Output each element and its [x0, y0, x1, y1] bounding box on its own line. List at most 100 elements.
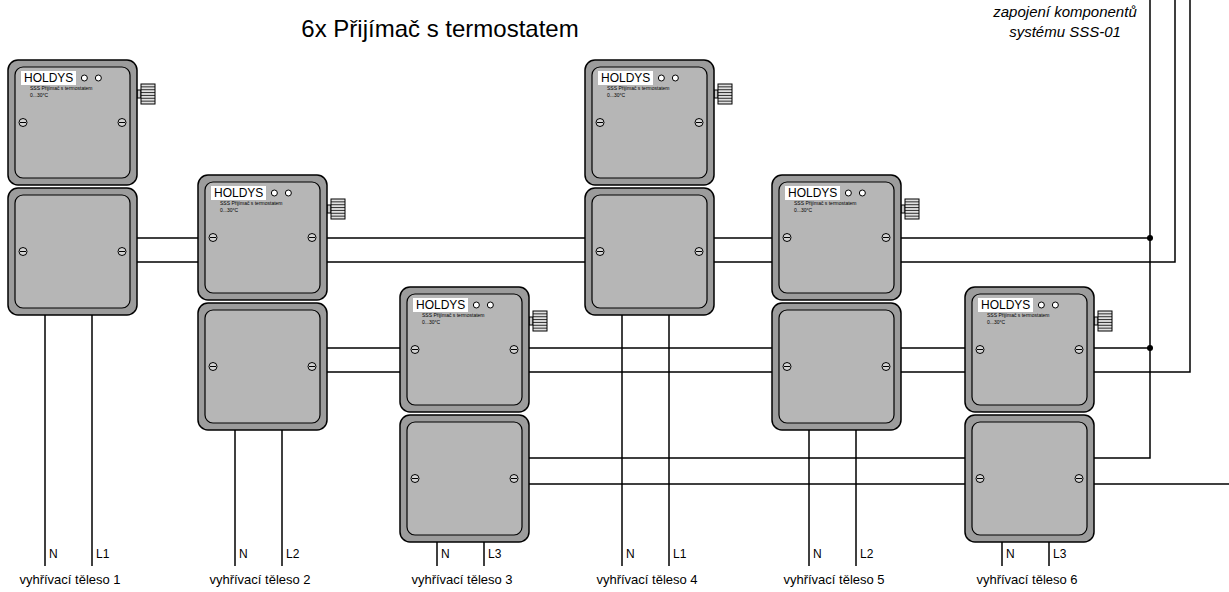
screw-slot [784, 366, 790, 367]
brand-label: HOLDYS [211, 186, 266, 200]
wire-label: N [239, 547, 248, 561]
receiver-box [400, 287, 529, 412]
box-frame [585, 188, 714, 315]
knob-rib [1098, 322, 1112, 323]
screw-slot [784, 237, 790, 238]
screw-slot [883, 237, 889, 238]
wire-label: L2 [286, 547, 299, 561]
screw [976, 346, 984, 354]
junction-box [8, 188, 137, 315]
knob-rib [533, 325, 547, 326]
wire [281, 430, 283, 566]
screw [695, 248, 703, 256]
box-lid [972, 422, 1087, 535]
wire [855, 430, 857, 566]
knob-rib [533, 319, 547, 320]
status-led [95, 75, 101, 81]
screw-slot [210, 366, 216, 367]
screw [882, 363, 890, 371]
wire-label: N [1006, 547, 1015, 561]
knob-rib [718, 86, 732, 87]
screw [209, 363, 217, 371]
thermostat-receiver: HOLDYSSSS Přijímač s termostatem0...30°C [965, 287, 1094, 412]
device-caption: SSS Přijímač s termostatem [794, 200, 901, 207]
brand-label: HOLDYS [598, 71, 653, 85]
wire-label: L1 [96, 547, 109, 561]
status-led [271, 190, 277, 196]
wire [483, 542, 485, 566]
screw [19, 248, 27, 256]
knob-rib [1098, 313, 1112, 314]
screw [209, 234, 217, 242]
wire [1048, 542, 1050, 566]
wire-label: N [813, 547, 822, 561]
heater-label: vyhřívací těleso 4 [596, 572, 697, 588]
knob-rib [533, 316, 547, 317]
screw [411, 346, 419, 354]
screw [1075, 346, 1083, 354]
wire [44, 315, 46, 566]
knob-rib [331, 207, 345, 208]
screw [118, 248, 126, 256]
wire [1001, 542, 1003, 566]
wire-label: N [441, 547, 450, 561]
status-led [1038, 302, 1044, 308]
screw-slot [210, 237, 216, 238]
knob-rib [533, 313, 547, 314]
wire-joint [1147, 345, 1153, 351]
knob-rib [1098, 325, 1112, 326]
brand-label: HOLDYS [413, 298, 468, 312]
screw-slot [119, 251, 125, 252]
screw-slot [597, 122, 603, 123]
knob-rib [905, 207, 919, 208]
knob-rib [905, 204, 919, 205]
box-frame [772, 303, 901, 430]
knob-rib [718, 101, 732, 102]
knob-rib [905, 201, 919, 202]
thermostat-knob [327, 199, 345, 219]
box-frame [965, 415, 1094, 542]
heater-label: vyhřívací těleso 1 [19, 572, 120, 588]
status-led [487, 302, 493, 308]
knob-body [331, 199, 345, 219]
thermostat-receiver: HOLDYSSSS Přijímač s termostatem0...30°C [8, 60, 137, 185]
box-frame [772, 175, 901, 300]
device-caption: SSS Přijímač s termostatem [607, 85, 714, 92]
knob-rib [905, 213, 919, 214]
wire [621, 315, 623, 566]
device-caption: 0...30°C [607, 92, 714, 99]
knob-rib [331, 213, 345, 214]
knob-rib [141, 89, 155, 90]
heater-label: vyhřívací těleso 6 [976, 572, 1077, 588]
screw [596, 248, 604, 256]
junction-box [772, 303, 901, 430]
knob-rib [533, 322, 547, 323]
thermostat-knob [901, 199, 919, 219]
device-caption: 0...30°C [422, 319, 529, 326]
screw-slot [412, 349, 418, 350]
junction-box [965, 415, 1094, 542]
junction-box [585, 188, 714, 315]
knob-rib [331, 210, 345, 211]
screw-slot [1076, 478, 1082, 479]
wire-label: L1 [673, 547, 686, 561]
screw [596, 119, 604, 127]
screw-slot [309, 366, 315, 367]
wire-label: L3 [488, 547, 501, 561]
diagram-title: 6x Přijímač s termostatem [301, 14, 578, 44]
wire-label: N [49, 547, 58, 561]
device-caption: SSS Přijímač s termostatem [987, 312, 1094, 319]
screw [510, 475, 518, 483]
screw [695, 119, 703, 127]
device-caption: 0...30°C [794, 207, 901, 214]
wire [529, 483, 1229, 485]
wires [45, 0, 1229, 566]
screw [411, 475, 419, 483]
screw-slot [20, 122, 26, 123]
box-frame [198, 303, 327, 430]
thermostat-receiver: HOLDYSSSS Přijímač s termostatem0...30°C [198, 175, 327, 300]
screw-slot [696, 122, 702, 123]
knob-rib [533, 328, 547, 329]
